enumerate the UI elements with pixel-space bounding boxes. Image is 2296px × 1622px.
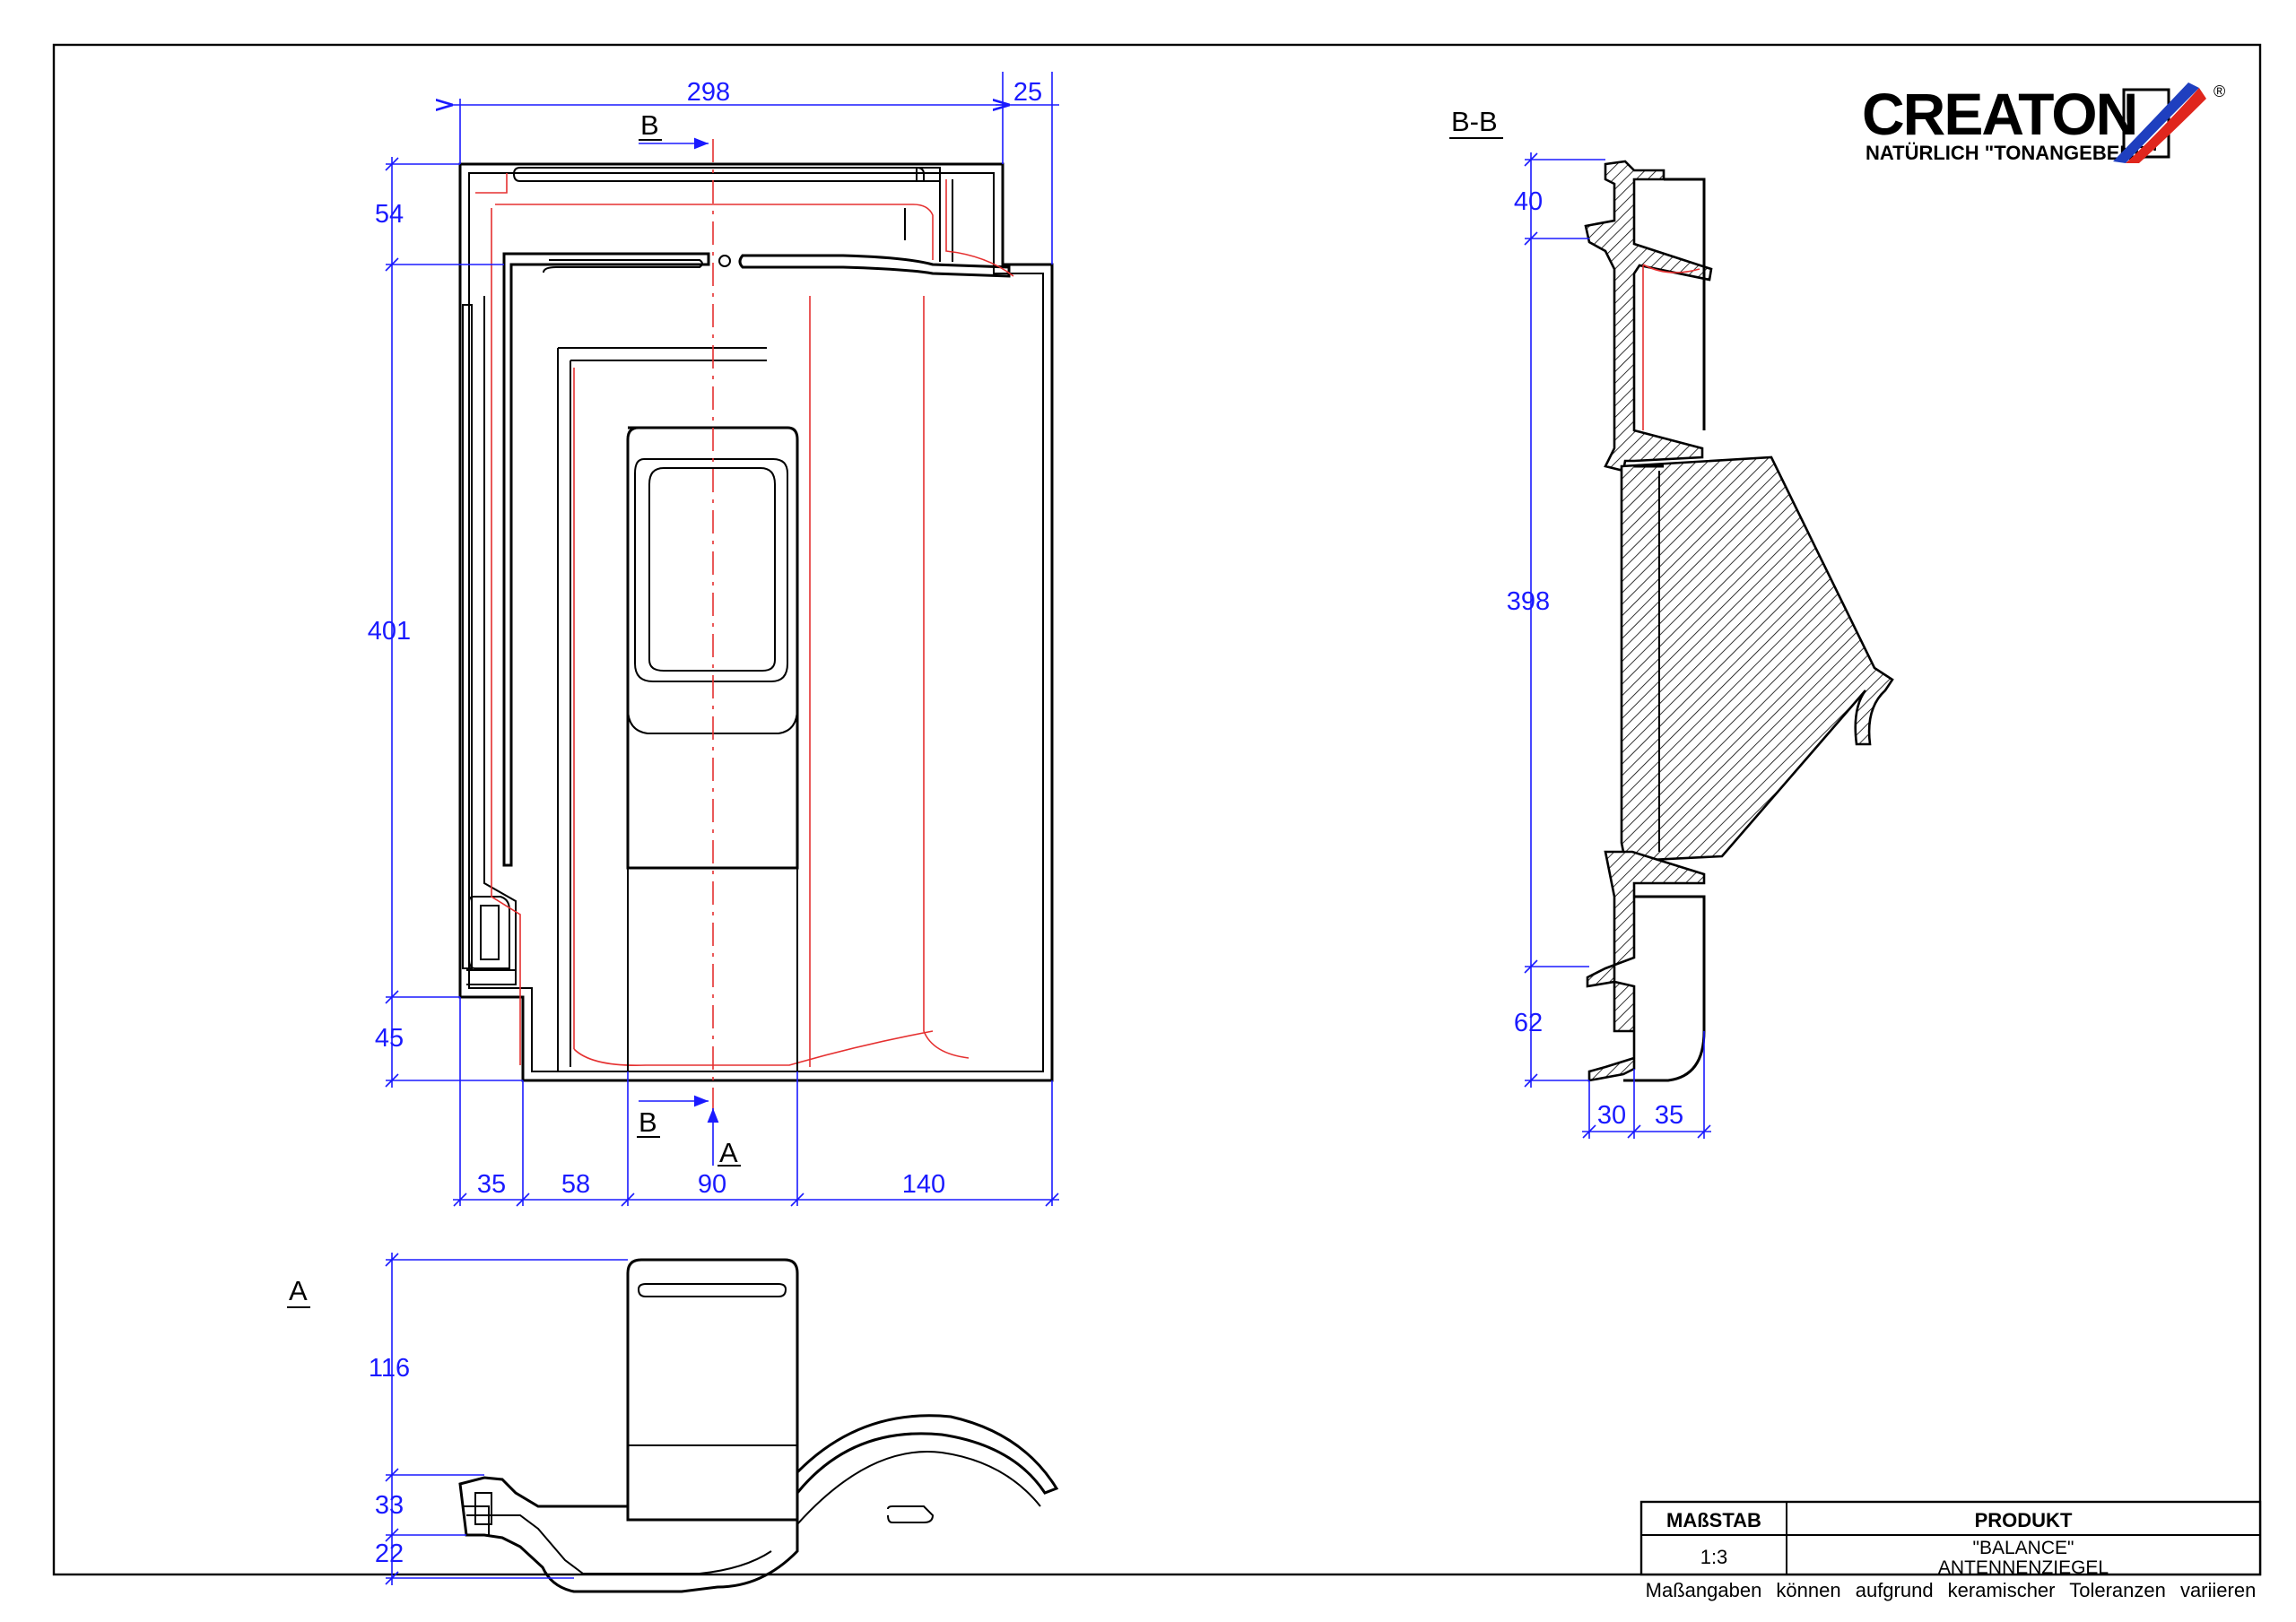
title-block: MAßSTAB 1:3 PRODUKT "BALANCE" ANTENNENZI… — [1639, 1500, 2262, 1601]
dim-section-30: 30 — [1597, 1101, 1626, 1130]
dim-side-22: 22 — [375, 1540, 404, 1568]
side-label: A — [289, 1275, 308, 1306]
cut-label-b-top: B — [640, 109, 659, 141]
dim-top-298: 298 — [687, 78, 730, 107]
dim-left-401: 401 — [368, 617, 411, 646]
side-dimensions: 116 33 22 — [369, 1253, 628, 1585]
dim-bottom-90: 90 — [698, 1170, 726, 1199]
product-header: PRODUKT — [1975, 1509, 2073, 1531]
logo-swoosh-icon — [2113, 82, 2206, 163]
scale-value: 1:3 — [1700, 1546, 1728, 1568]
dim-section-62: 62 — [1514, 1009, 1543, 1037]
section-label: B-B — [1451, 106, 1498, 137]
dim-top-25: 25 — [1013, 78, 1042, 107]
cut-label-a: A — [719, 1137, 738, 1168]
dim-left-54: 54 — [375, 200, 404, 229]
tile-outline — [458, 162, 1054, 1082]
front-view-dimensions: 298 25 54 401 45 35 58 90 140 — [368, 72, 1059, 1207]
creaton-logo: CREATON NATÜRLICH "TONANGEBEND" ® — [1862, 81, 2225, 164]
scale-header: MAßSTAB — [1666, 1509, 1761, 1531]
side-tile-profile — [458, 1414, 1059, 1593]
dim-section-398: 398 — [1507, 587, 1550, 616]
sheet-frame — [52, 43, 2262, 1576]
dim-section-35: 35 — [1655, 1101, 1683, 1130]
product-type: ANTENNENZIEGEL — [1938, 1557, 2109, 1578]
tile-inner-outline — [468, 172, 1044, 1072]
logo-brand: CREATON — [1862, 81, 2136, 147]
product-name: "BALANCE" — [1973, 1538, 2074, 1558]
dim-bottom-140: 140 — [902, 1170, 945, 1199]
section-profile — [1584, 160, 1713, 473]
dim-left-45: 45 — [375, 1024, 404, 1053]
logo-registered: ® — [2213, 82, 2225, 100]
antenna-socket — [626, 426, 799, 870]
cut-label-b-bottom: B — [639, 1106, 657, 1138]
tolerance-note: Maßangaben können aufgrund keramischer T… — [1646, 1579, 2257, 1601]
dim-bottom-35: 35 — [477, 1170, 506, 1199]
side-view-a: A — [287, 1258, 1059, 1593]
dim-section-40: 40 — [1514, 187, 1543, 216]
logo-tagline: NATÜRLICH "TONANGEBEND" — [1866, 142, 2158, 164]
dim-side-33: 33 — [375, 1491, 404, 1520]
section-dimensions: 40 398 62 30 35 — [1507, 152, 1711, 1139]
dim-side-116: 116 — [369, 1354, 410, 1383]
side-socket-profile — [626, 1258, 799, 1522]
front-view: B B A — [458, 109, 1054, 1168]
dim-bottom-58: 58 — [561, 1170, 590, 1199]
